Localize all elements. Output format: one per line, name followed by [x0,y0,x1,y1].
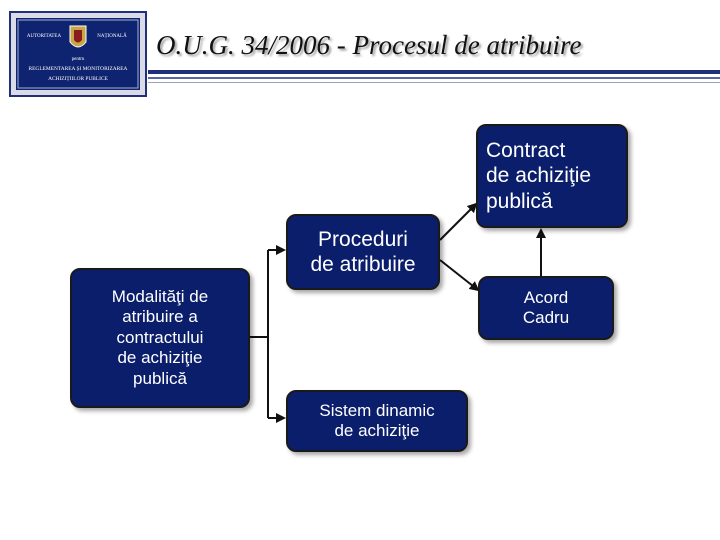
header-rule-bottom [148,82,720,83]
arrow-to-contract [439,202,478,241]
node-sistem: Sistem dinamic de achiziţie [286,390,468,452]
node-proceduri: Proceduri de atribuire [286,214,440,290]
logo-right-text: NAȚIONALĂ [97,33,127,39]
logo-left-text: AUTORITATEA [27,34,62,39]
node-acord: Acord Cadru [478,276,614,340]
header-rule-top [148,70,720,74]
node-modalitati-label: Modalităţi de atribuire a contractului d… [111,287,209,388]
header-rule-mid [148,77,720,79]
node-sistem-label: Sistem dinamic de achiziţie [319,400,435,440]
logo: AUTORITATEA NAȚIONALĂ pentru REGLEMENTAR… [8,8,148,100]
node-contract-label: Contract de achiziţie publică [486,139,592,213]
logo-mid-text: pentru [72,57,85,62]
node-proceduri-label: Proceduri de atribuire [310,227,416,276]
logo-line2-text: ACHIZIȚIILOR PUBLICE [48,76,108,82]
node-contract: Contract de achiziţie publică [476,124,628,228]
node-modalitati: Modalităţi de atribuire a contractului d… [70,268,250,408]
page-title: O.U.G. 34/2006 - Procesul de atribuire [156,30,582,60]
node-acord-label: Acord Cadru [522,287,570,327]
arrow-to-acord [439,259,480,292]
logo-line1-text: REGLEMENTAREA ȘI MONITORIZAREA [29,66,128,72]
